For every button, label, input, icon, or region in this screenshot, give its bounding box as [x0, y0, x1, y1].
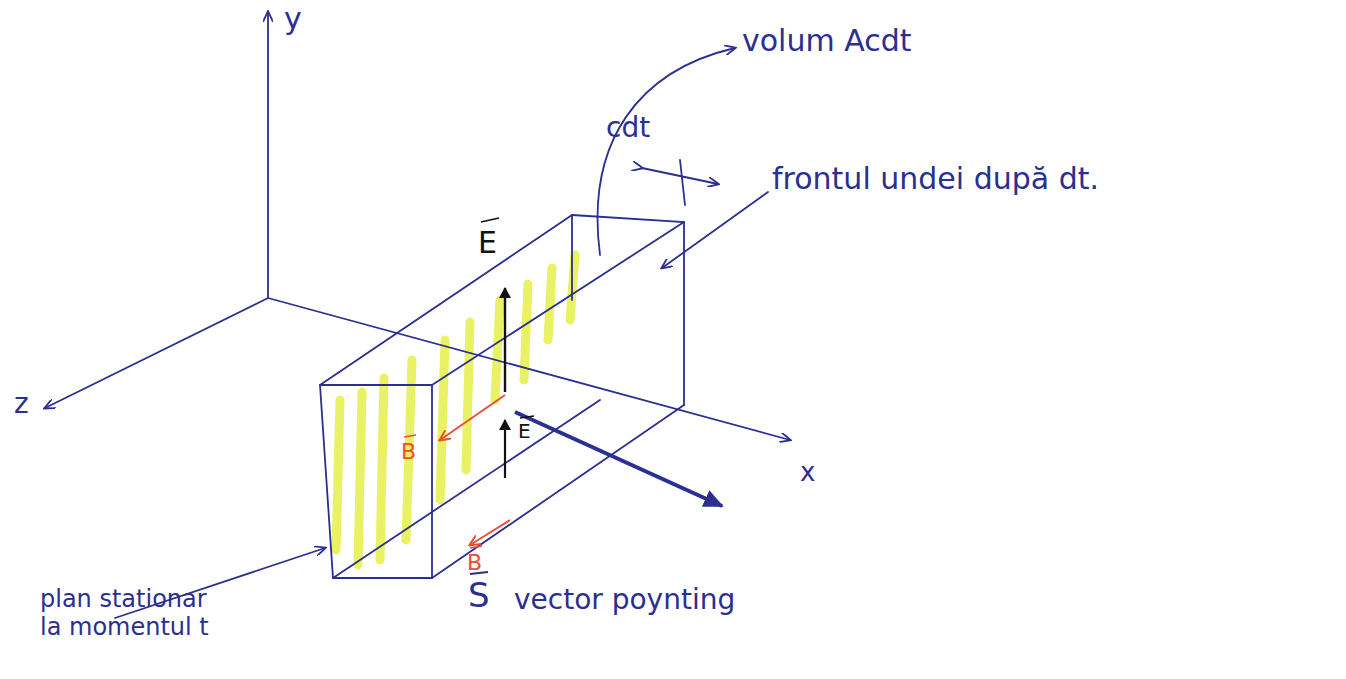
volume-prism — [320, 215, 684, 578]
vector-label: E — [518, 420, 531, 443]
dimension-arrow — [642, 168, 718, 184]
y-axis — [267, 12, 269, 298]
axis-label: z — [14, 388, 29, 420]
axis-label: y — [284, 2, 302, 37]
e-field-vector — [504, 288, 506, 392]
vector-bar — [520, 416, 534, 418]
vector-label: B — [467, 550, 482, 575]
e-field-vector — [504, 420, 506, 478]
leader-line — [662, 192, 768, 268]
dimension-tick — [680, 160, 685, 205]
axis-label: x — [800, 458, 815, 488]
vector-bar — [404, 435, 416, 437]
vector-label: S — [468, 576, 490, 615]
b-field-vector — [470, 520, 510, 545]
b-field-vector — [440, 395, 505, 440]
dimension-label: cdt — [606, 112, 650, 144]
vector-bar — [470, 546, 482, 548]
volume-label: volum Acdt — [742, 24, 912, 59]
vector-description: vector poynting — [514, 584, 735, 616]
vector-bar — [481, 218, 499, 222]
poynting-vector — [515, 412, 722, 506]
wavefront-label: frontul undei după dt. — [772, 162, 1099, 197]
field-hatching — [336, 255, 575, 565]
leader-line — [598, 48, 735, 255]
plane-label: plan stationar la momentul t — [40, 586, 230, 641]
z-axis — [45, 298, 268, 408]
vector-label: B — [401, 439, 416, 464]
vector-label: E — [478, 226, 497, 261]
